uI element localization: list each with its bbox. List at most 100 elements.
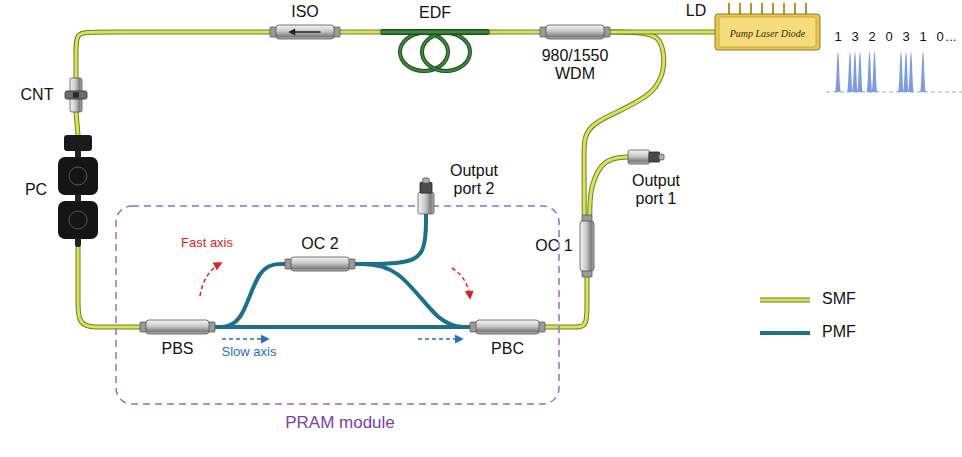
sm-fiber	[78, 247, 140, 327]
body-part	[418, 192, 434, 214]
component-label: PC	[20, 181, 52, 199]
pulse-count: 3	[849, 30, 861, 45]
component-label: PRAM module	[255, 413, 425, 433]
iso-shape	[270, 25, 340, 39]
sm-fiber	[76, 112, 78, 135]
component-label: PBS	[150, 340, 205, 358]
fiber-connector: Output port 2	[418, 178, 434, 214]
body-part	[546, 25, 604, 39]
fiber-connector: Output port 1	[628, 150, 664, 164]
component-label: ISO	[280, 3, 330, 21]
cnt-shape	[65, 78, 87, 112]
polarization-controller: PC	[58, 135, 98, 247]
body-part	[291, 257, 349, 271]
pulse-count: 2	[866, 30, 878, 45]
optical-coupler: OC 2	[285, 257, 355, 271]
fiber-path	[355, 214, 426, 264]
isolator-arrowhead	[288, 29, 295, 36]
pulse-count: 0	[883, 30, 895, 45]
fiber-outline	[76, 32, 270, 78]
body-part	[659, 154, 664, 160]
axis-label: Slow axis	[218, 345, 280, 360]
isolator-arrow	[291, 31, 320, 33]
fiber-path	[215, 264, 285, 327]
cnt-absorber: CNT	[65, 78, 87, 112]
pulse	[898, 52, 904, 92]
fast-axis-arrow	[200, 263, 221, 296]
erbium-doped-fiber: EDF	[380, 26, 490, 38]
body-part	[58, 201, 98, 239]
component-label: CNT	[15, 86, 59, 104]
pm-fiber	[215, 327, 470, 328]
pulse-count: 3	[900, 30, 912, 45]
fiber-path	[76, 112, 78, 135]
component-label: LD	[681, 2, 711, 20]
laser-pins	[729, 3, 806, 14]
pulse	[908, 52, 914, 92]
fiber-path	[490, 31, 540, 34]
fiber-path	[340, 31, 380, 34]
fiber-path	[78, 247, 140, 327]
smf-sample	[760, 299, 810, 302]
legend-text: SMF	[822, 290, 856, 308]
legend-text: PMF	[822, 323, 856, 341]
body-part	[715, 14, 820, 50]
component-label: Output port 2	[442, 162, 506, 199]
body-part	[423, 178, 429, 183]
body-part	[649, 152, 660, 162]
device-text: Pump Laser Diode	[730, 28, 806, 40]
component-label: OC 2	[295, 235, 345, 253]
body-part	[420, 182, 432, 193]
component-label: OC 1	[534, 237, 574, 255]
axis-label: Fast axis	[176, 236, 238, 251]
component-label: 980/1550 WDM	[535, 47, 615, 84]
fiber-path	[76, 32, 270, 78]
coupler-shape	[540, 25, 610, 39]
sm-fiber	[490, 32, 540, 33]
fiber-outline	[590, 157, 628, 215]
body-part	[719, 17, 816, 47]
coupler-shape	[470, 320, 545, 334]
body-part	[58, 157, 98, 195]
legend-samples	[760, 300, 810, 333]
body-part	[276, 25, 334, 39]
legend-sample	[760, 300, 810, 301]
fast-axis-arrow	[452, 268, 470, 298]
couplerV-shape	[580, 215, 594, 277]
body-part	[65, 91, 87, 99]
coupler-shape	[140, 320, 215, 334]
body-part	[380, 31, 490, 34]
pulse-count: 1	[832, 30, 844, 45]
body-part	[628, 150, 650, 164]
pump-laser-diode: LDPump Laser Diode	[715, 14, 820, 50]
legend-sample	[760, 333, 810, 334]
pulse	[920, 52, 926, 92]
smf-sample-outline	[760, 298, 810, 303]
body-part	[64, 135, 92, 151]
fiber-outline	[76, 112, 78, 135]
ellipsis: ...	[945, 30, 957, 45]
isolator: ISO	[270, 25, 340, 39]
paddle-hub	[69, 211, 87, 229]
component-label: PBC	[480, 340, 535, 358]
slow-axis-arrow	[222, 338, 268, 340]
fiber-path	[215, 325, 470, 329]
fiber-coil	[400, 33, 470, 71]
fiber-outline	[340, 30, 380, 35]
pulse	[857, 52, 863, 92]
pram-module: PRAM moduleOC 2PBSPBC	[115, 205, 560, 405]
pm-fiber	[355, 264, 470, 327]
fiber-outline	[545, 277, 587, 327]
component-label: EDF	[410, 4, 460, 22]
pc-shape	[58, 135, 98, 247]
pulse	[903, 52, 909, 92]
fiber-outline	[490, 30, 540, 35]
body-part	[146, 320, 209, 334]
body-part	[580, 221, 594, 271]
coupler-shape	[285, 257, 355, 271]
slow-axis-arrow	[418, 338, 462, 340]
fiber-path	[610, 31, 715, 34]
sm-fiber	[610, 32, 715, 33]
